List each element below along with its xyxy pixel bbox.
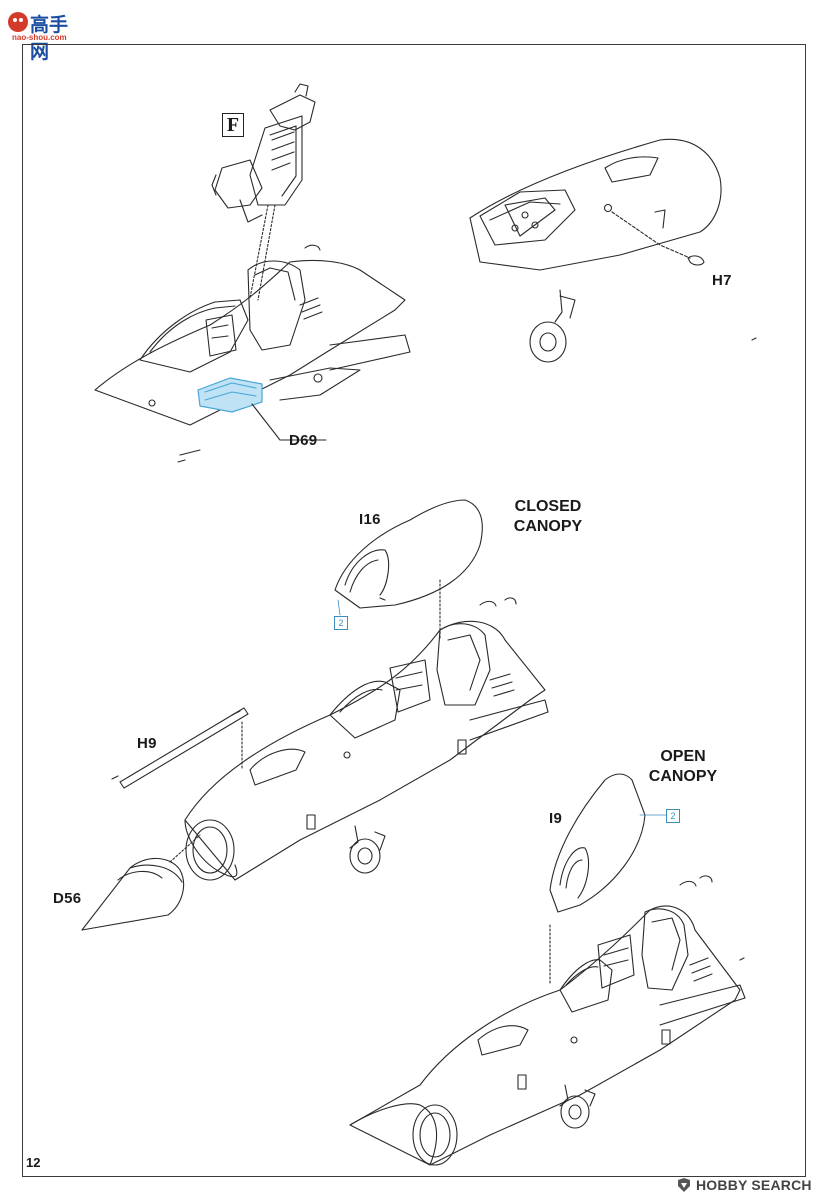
title-open-canopy-line1: OPEN [660, 748, 706, 765]
part-label-h7: H7 [712, 272, 732, 289]
part-label-d56: D56 [53, 890, 82, 907]
part-label-h9: H9 [137, 735, 157, 752]
canopy-drawing-i9 [549, 773, 646, 986]
cockpit-fuselage-drawing-top-left [94, 244, 411, 463]
title-closed-canopy-line1: CLOSED [514, 498, 582, 515]
watermark-mascot-icon [8, 12, 28, 32]
title-open-canopy-line2: CANOPY [648, 768, 718, 785]
watermark-logo-text: 高手网 [30, 14, 69, 63]
fuselage-drawing-bottom-right [349, 875, 746, 1166]
part-label-f: F [222, 113, 244, 137]
watermark-logo: 高手网 nao-shou.com [6, 4, 76, 63]
watermark-bottom-text: HOBBY SEARCH [696, 1177, 812, 1193]
ejection-seat-icon [211, 83, 316, 301]
title-open-canopy: OPEN CANOPY [635, 747, 731, 787]
hobby-search-logo-icon [678, 1178, 690, 1192]
pitot-probe-drawing-h9 [111, 707, 249, 789]
watermark-logo-url: nao-shou.com [12, 33, 67, 42]
part-label-i16: I16 [359, 511, 381, 528]
title-closed-canopy: CLOSED CANOPY [500, 497, 596, 537]
part-d69-highlight [197, 377, 327, 441]
part-label-d69: D69 [289, 432, 318, 449]
page-number: 12 [26, 1155, 41, 1170]
page-frame [22, 44, 806, 1177]
fuselage-drawing-middle [184, 597, 549, 881]
nose-fuselage-drawing-top-right [469, 138, 757, 363]
canopy-drawing-i16 [334, 499, 483, 641]
part-label-i9: I9 [549, 810, 563, 827]
color-tag-i9: 2 [666, 809, 680, 823]
color-tag-i16: 2 [334, 616, 348, 630]
nose-cone-drawing-d56 [81, 834, 201, 931]
title-closed-canopy-line2: CANOPY [513, 518, 583, 535]
watermark-bottom: HOBBY SEARCH [676, 1175, 812, 1195]
